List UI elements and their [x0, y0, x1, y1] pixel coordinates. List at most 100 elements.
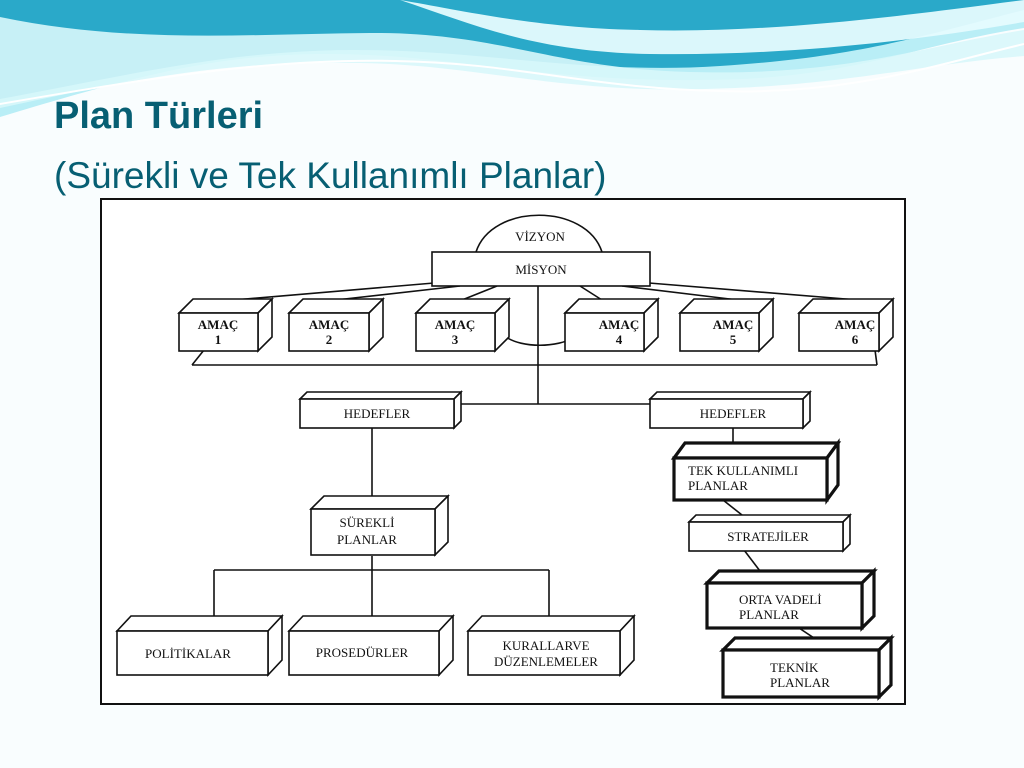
goal-6-base-line: [874, 349, 878, 366]
left-objectives-front-face: [299, 398, 455, 429]
goal-box-6-number: 6: [852, 332, 859, 347]
rules-line-2: DÜZENLEMELER: [494, 654, 598, 669]
left-objectives-top-face: [298, 391, 463, 400]
goal-box-2-front-face: [288, 312, 370, 352]
continuous-plans-top-face: [309, 495, 450, 510]
rules-line-1: KURALLARVE: [502, 638, 589, 653]
goal-box-3-label: AMAÇ: [435, 317, 475, 332]
continuous-plans-box: SÜREKLİ PLANLAR: [309, 494, 450, 557]
goal-box-3-front-face: [415, 312, 496, 352]
continuous-plans-line-2: PLANLAR: [337, 532, 397, 547]
right-objectives-box: HEDEFLER: [648, 390, 812, 430]
left-objectives-box: HEDEFLER: [298, 390, 463, 430]
goal-box-2-top-face: [287, 298, 385, 314]
left-objectives-label: HEDEFLER: [344, 406, 411, 421]
rules-top-face: [466, 615, 636, 632]
slide-title: Plan Türleri: [54, 95, 264, 137]
wave-light-band: [0, 17, 1024, 108]
continuous-plans-line-1: SÜREKLİ: [340, 515, 395, 530]
goal-box-2-label: AMAÇ: [309, 317, 349, 332]
goal-box-3-top-face: [414, 298, 511, 314]
technical-plans-side-face: [877, 634, 893, 701]
mission-to-goal-1-line: [233, 282, 435, 301]
vision-arc-shape: [475, 214, 603, 253]
medium-term-plans-side-face: [860, 567, 876, 632]
single-use-plans-box: TEK KULLANIMLI PLANLAR: [670, 438, 842, 505]
goal-box-1-top-face: [177, 298, 274, 314]
technical-plans-line-2: PLANLAR: [770, 675, 830, 690]
single-use-plans-top-face: [670, 441, 842, 460]
right-objectives-front-face: [649, 398, 804, 429]
continuous-plans-group: SÜREKLİ PLANLAR POLİTİKALAR PROSEDÜRLER: [115, 494, 636, 678]
goal-box-4-top-face: [563, 298, 660, 314]
goal-box-1: AMAÇ 1: [177, 297, 274, 353]
goal-box-4-label: AMAÇ: [599, 317, 639, 332]
mission-to-goal-4-line: [579, 285, 603, 301]
procedures-box: PROSEDÜRLER: [287, 613, 455, 678]
goal-box-6: AMAÇ 6: [797, 297, 895, 353]
medium-term-plans-line-1: ORTA VADELİ: [739, 592, 822, 607]
medium-term-plans-front-face: [705, 581, 864, 630]
single-use-plans-line-1: TEK KULLANIMLI: [688, 463, 798, 478]
goal-box-1-front-face: [178, 312, 259, 352]
policies-top-face: [115, 615, 284, 632]
strategies-label: STRATEJİLER: [727, 529, 809, 544]
right-objectives-side-face: [802, 390, 811, 430]
goal-box-4-front-face: [564, 312, 645, 352]
technical-plans-front-face: [721, 648, 881, 699]
goal-box-4-number: 4: [616, 332, 623, 347]
strategies-front-face: [688, 521, 844, 552]
header-wave-decoration: [0, 0, 1024, 117]
wave-white-line: [0, 43, 1024, 105]
goal-box-5-number: 5: [730, 332, 737, 347]
goal-box-2-number: 2: [326, 332, 333, 347]
mission-label: MİSYON: [515, 262, 567, 277]
continuous-plans-front-face: [310, 508, 436, 556]
rules-box: KURALLARVE DÜZENLEMELER: [466, 613, 636, 678]
mission-to-goal-6-line: [648, 282, 859, 301]
goal-box-1-number: 1: [215, 332, 222, 347]
procedures-top-face: [287, 615, 455, 632]
goal-box-5-front-face: [679, 312, 760, 352]
wave-top-highlight: [400, 0, 1024, 55]
policies-box: POLİTİKALAR: [115, 613, 284, 678]
right-objectives-top-face: [648, 391, 812, 400]
goal-boxes: AMAÇ 1 AMAÇ 2 AMAÇ 3: [177, 297, 895, 353]
goal-box-2: AMAÇ 2: [287, 297, 385, 353]
strategies-box: STRATEJİLER: [687, 513, 852, 553]
continuous-to-children-line: [213, 556, 550, 617]
goal-box-6-label: AMAÇ: [835, 317, 875, 332]
plan-types-diagram-frame: VİZYON MİSYON AMAÇ 1 AMAÇ 2: [100, 198, 906, 705]
slide-subtitle: (Sürekli ve Tek Kullanımlı Planlar): [54, 155, 607, 196]
right-objectives-label: HEDEFLER: [700, 406, 767, 421]
strategies-top-face: [687, 514, 852, 523]
mission-to-goal-3-line: [461, 285, 498, 301]
mission-to-goal-5-line: [621, 285, 739, 301]
objective-boxes: HEDEFLER HEDEFLER: [298, 390, 812, 430]
goal-box-1-label: AMAÇ: [198, 317, 238, 332]
goal-1-base-line: [191, 349, 205, 366]
single-use-plans-front-face: [672, 456, 829, 502]
strategies-to-medium-term-line: [743, 549, 761, 572]
plan-types-diagram: VİZYON MİSYON AMAÇ 1 AMAÇ 2: [115, 214, 895, 701]
goal-box-6-top-face: [797, 298, 895, 314]
goal-box-4: AMAÇ 4: [563, 297, 660, 353]
procedures-front-face: [288, 630, 440, 676]
goal-box-3: AMAÇ 3: [414, 297, 511, 353]
goal-box-6-front-face: [798, 312, 880, 352]
goal-box-3-number: 3: [452, 332, 459, 347]
procedures-label: PROSEDÜRLER: [316, 645, 409, 660]
vision-mission-group: VİZYON MİSYON: [431, 214, 651, 287]
left-objectives-side-face: [453, 390, 462, 430]
goal-box-5-label: AMAÇ: [713, 317, 753, 332]
goal-box-5-top-face: [678, 298, 775, 314]
technical-plans-box: TEKNİK PLANLAR: [719, 634, 895, 701]
policies-front-face: [116, 630, 269, 676]
single-use-plans-group: TEK KULLANIMLI PLANLAR STRATEJİLER ORTA …: [670, 438, 895, 701]
technical-plans-line-1: TEKNİK: [770, 660, 819, 675]
single-use-to-strategies-line: [722, 499, 743, 516]
goal-box-5: AMAÇ 5: [678, 297, 775, 353]
medium-term-plans-top-face: [703, 569, 878, 585]
medium-term-plans-box: ORTA VADELİ PLANLAR: [703, 567, 878, 632]
